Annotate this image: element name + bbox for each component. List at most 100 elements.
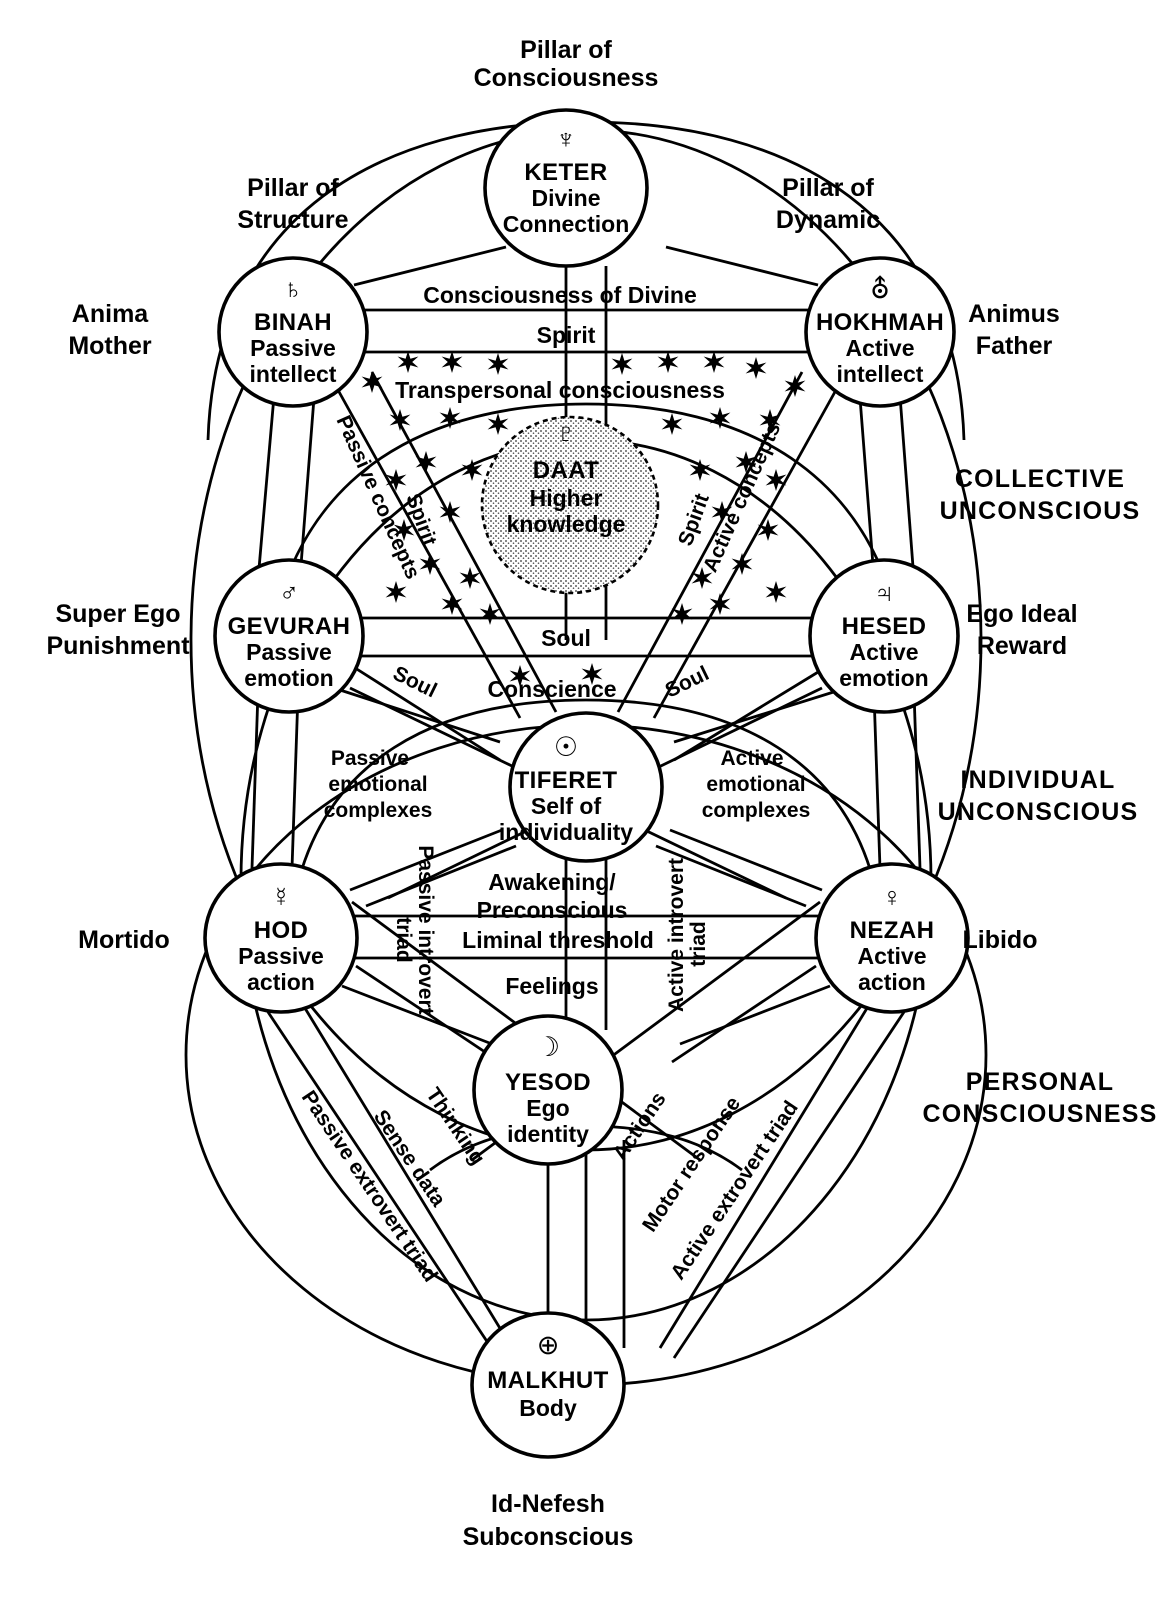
sephirah-nezah-circle[interactable] xyxy=(814,862,970,1014)
sephirah-hesed-name: HESED xyxy=(842,613,927,640)
band-consciousness-of-divine: Consciousness of Divine xyxy=(423,282,697,308)
sephirah-yesod-circle[interactable] xyxy=(472,1014,624,1166)
path-label-active-emotional-1: Active xyxy=(720,747,783,770)
path-hesed-tiferet-b xyxy=(673,664,829,762)
sephirah-daat-name: DAAT xyxy=(533,457,599,484)
sephirah-hod-name: HOD xyxy=(254,917,309,944)
label-individual-line2: UNCONSCIOUS xyxy=(938,798,1139,826)
sephirah-hokhmah-sub1: Active xyxy=(845,335,914,361)
path-label-active-emotional-2: emotional xyxy=(706,773,805,796)
sephirah-binah-name: BINAH xyxy=(254,309,332,336)
label-superego-line1: Super Ego xyxy=(55,600,180,628)
path-label-spirit-right: Spirit xyxy=(674,491,714,549)
venus-symbol: ♀ xyxy=(882,882,902,912)
label-libido: Libido xyxy=(963,926,1038,954)
sephirah-malkhut-sub1: Body xyxy=(519,1395,577,1421)
mars-symbol: ♂ xyxy=(279,578,299,608)
path-label-passive-introvert: Passive introvert xyxy=(414,845,437,1014)
path-label-actions: Actions xyxy=(609,1088,671,1165)
sephirah-nezah-name: NEZAH xyxy=(850,917,935,944)
path-label-thinking: Thinking xyxy=(421,1084,489,1169)
path-label-passive-emotional-3: complexes xyxy=(324,799,433,822)
pillar-of-consciousness-line1: Pillar of xyxy=(520,36,612,64)
path-binah-gevurah-b xyxy=(298,397,316,579)
path-gevurah-tiferet-b xyxy=(351,664,501,762)
sephirah-hod-sub2: action xyxy=(247,969,315,995)
path-hod-malkhut-b xyxy=(266,1011,500,1359)
sephirah-yesod-name: YESOD xyxy=(505,1069,591,1096)
sephirah-tiferet-sub2: individuality xyxy=(499,819,633,845)
band-transpersonal-consciousness: Transpersonal consciousness xyxy=(395,377,725,403)
saturn-symbol: ♄ xyxy=(283,274,303,304)
sephirah-hod-circle[interactable] xyxy=(203,862,359,1014)
sephirah-binah-circle[interactable] xyxy=(217,256,369,408)
sephirah-gevurah-circle[interactable] xyxy=(213,558,365,714)
sephirah-malkhut-circle[interactable] xyxy=(470,1311,626,1459)
mercury-symbol: ☿ xyxy=(271,882,291,912)
label-egoideal-line1: Ego Ideal xyxy=(966,600,1077,628)
sephirah-tiferet-sub1: Self of xyxy=(531,793,602,819)
path-nezah-yesod-a xyxy=(679,984,831,1046)
sephirah-yesod-sub1: Ego xyxy=(526,1095,569,1121)
sephirah-hesed-sub2: emotion xyxy=(839,665,928,691)
label-individual-line1: INDIVIDUAL xyxy=(960,766,1115,794)
sephirah-gevurah-sub1: Passive xyxy=(246,639,332,665)
path-nezah-malkhut-b xyxy=(672,1011,906,1359)
transpersonal-arc xyxy=(268,402,904,641)
path-hod-yesod-a xyxy=(341,984,493,1046)
path-tiferet-hod-b xyxy=(365,844,517,908)
sephirah-daat-sub2: knowledge xyxy=(507,511,626,537)
path-tiferet-nezah-b xyxy=(655,844,807,908)
sephirah-tiferet-circle[interactable] xyxy=(508,711,664,863)
pillar-of-dynamic-line2: Dynamic xyxy=(776,206,880,234)
band-conscience: Conscience xyxy=(487,676,616,702)
tiferet-arc xyxy=(292,698,880,901)
path-label-active-concepts: Active concepts xyxy=(699,419,786,575)
path-label-soul-left: Soul xyxy=(389,662,440,703)
sephirah-malkhut-name: MALKHUT xyxy=(487,1367,608,1394)
label-superego-line2: Punishment xyxy=(46,632,190,660)
sephirah-keter-name: KETER xyxy=(524,159,607,186)
id-nefesh-line2: Subconscious xyxy=(463,1523,634,1551)
path-hesed-nezah-a xyxy=(912,691,922,869)
sephirah-binah-sub1: Passive xyxy=(250,335,336,361)
label-personal-line1: PERSONAL xyxy=(966,1068,1115,1096)
sephirah-keter-circle[interactable] xyxy=(483,108,649,268)
sephirah-keter-sub1: Divine xyxy=(531,185,600,211)
sephirah-yesod-sub2: identity xyxy=(507,1121,589,1147)
sephirah-hod-sub1: Passive xyxy=(238,943,324,969)
earth-symbol: ⊕ xyxy=(537,1330,560,1360)
path-hod-malkhut-a xyxy=(298,999,514,1349)
sephirah-daat-circle[interactable] xyxy=(480,415,660,595)
path-label-passive-emotional-1: Passive xyxy=(331,747,409,770)
band-liminal-threshold: Liminal threshold xyxy=(462,927,654,953)
path-tiferet-nezah-a xyxy=(669,828,823,892)
sephirah-gevurah-sub2: emotion xyxy=(244,665,333,691)
uranus-symbol: ⛢ xyxy=(870,274,890,304)
band-soul: Soul xyxy=(541,625,591,651)
path-nezah-yesod-b xyxy=(671,964,817,1064)
sephirah-tiferet-name: TIFERET xyxy=(515,767,618,794)
label-animus-line1: Animus xyxy=(968,300,1060,328)
path-hod-yesod-b xyxy=(355,964,501,1064)
sephirah-nezah-sub2: action xyxy=(858,969,926,995)
path-label-soul-right: Soul xyxy=(662,662,713,703)
path-tiferet-hod-a xyxy=(349,828,503,892)
path-label-active-introvert-triad: triad xyxy=(687,921,710,967)
sephirah-hokhmah-name: HOKHMAH xyxy=(816,309,944,336)
sephirah-hesed-circle[interactable] xyxy=(808,558,960,714)
label-personal-line2: CONSCIOUSNESS xyxy=(922,1100,1157,1128)
sephirah-keter-sub2: Connection xyxy=(503,211,630,237)
label-anima-line2: Mother xyxy=(68,332,152,360)
sephirah-hokhmah-circle[interactable] xyxy=(804,256,956,408)
sun-symbol: ☉ xyxy=(554,732,578,762)
path-gevurah-hod-b xyxy=(290,693,300,869)
path-hesed-tiferet-a xyxy=(673,688,841,744)
sephirah-nezah-sub1: Active xyxy=(857,943,926,969)
id-nefesh-line1: Id-Nefesh xyxy=(491,1490,605,1518)
sephirah-hokhmah-sub2: intellect xyxy=(837,361,924,387)
path-keter-binah xyxy=(353,245,507,287)
path-gevurah-hod-a xyxy=(250,691,260,869)
sephirah-gevurah-name: GEVURAH xyxy=(228,613,351,640)
